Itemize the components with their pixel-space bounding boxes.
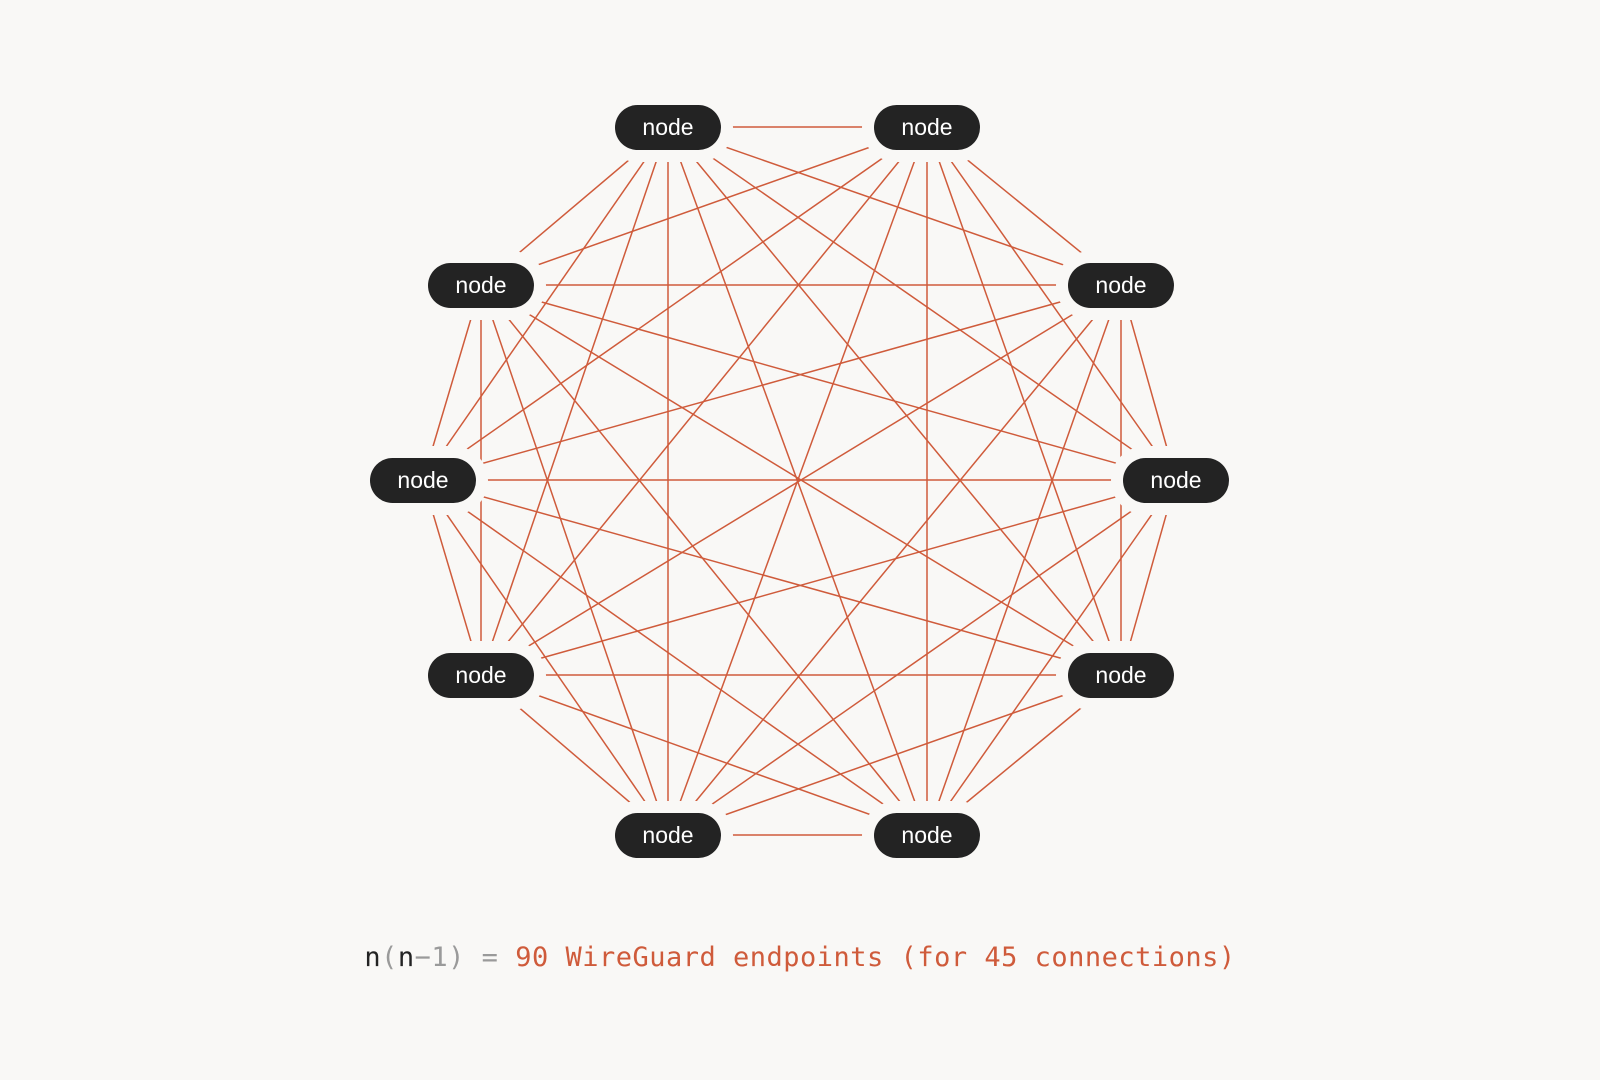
node-pill: node — [428, 263, 534, 308]
connection-line — [480, 674, 928, 836]
formula-caption: n(n−1) = 90 WireGuard endpoints (for 45 … — [0, 942, 1600, 973]
formula-n-inner: n — [397, 942, 415, 973]
connection-line — [926, 126, 1177, 481]
connection-line — [480, 284, 1177, 481]
connection-line — [480, 126, 928, 286]
node-pill: node — [874, 813, 980, 858]
connection-line — [480, 126, 669, 286]
node-pill: node — [1068, 653, 1174, 698]
connection-line — [926, 284, 1122, 836]
connection-line — [480, 284, 928, 836]
node-pill: node — [370, 458, 476, 503]
connection-line — [1120, 479, 1177, 676]
node-pill: node — [615, 105, 721, 150]
formula-open-paren: ( — [381, 942, 398, 973]
formula-equals: = — [464, 942, 516, 973]
node-pill: node — [874, 105, 980, 150]
node-pill: node — [615, 813, 721, 858]
connection-line — [667, 479, 1177, 836]
connection-line — [926, 479, 1177, 836]
connection-line — [422, 479, 669, 836]
formula-minus-one: −1 — [414, 942, 449, 973]
node-pill: node — [1123, 458, 1229, 503]
formula-result: 90 WireGuard endpoints (for 45 connectio… — [515, 942, 1236, 973]
connection-line — [667, 126, 928, 836]
connection-line — [926, 126, 1122, 286]
formula-close-paren: ) — [448, 942, 465, 973]
node-pill: node — [428, 653, 534, 698]
connection-line — [667, 284, 1122, 836]
connection-line — [926, 126, 1122, 676]
connection-line — [1120, 284, 1177, 481]
connection-line — [667, 126, 1177, 481]
connection-line — [480, 674, 669, 836]
connection-line — [667, 126, 1122, 286]
connection-line — [422, 284, 1122, 481]
connection-line — [480, 479, 1177, 676]
connection-line — [422, 284, 482, 481]
connection-line — [422, 479, 928, 836]
node-pill: node — [1068, 263, 1174, 308]
connection-line — [926, 674, 1122, 836]
formula-n: n — [364, 942, 382, 973]
connection-line — [422, 126, 928, 481]
connection-line — [480, 284, 669, 836]
connection-line — [422, 479, 1122, 676]
connection-line — [667, 674, 1122, 836]
connection-line — [422, 479, 482, 676]
connection-line — [480, 284, 1122, 676]
